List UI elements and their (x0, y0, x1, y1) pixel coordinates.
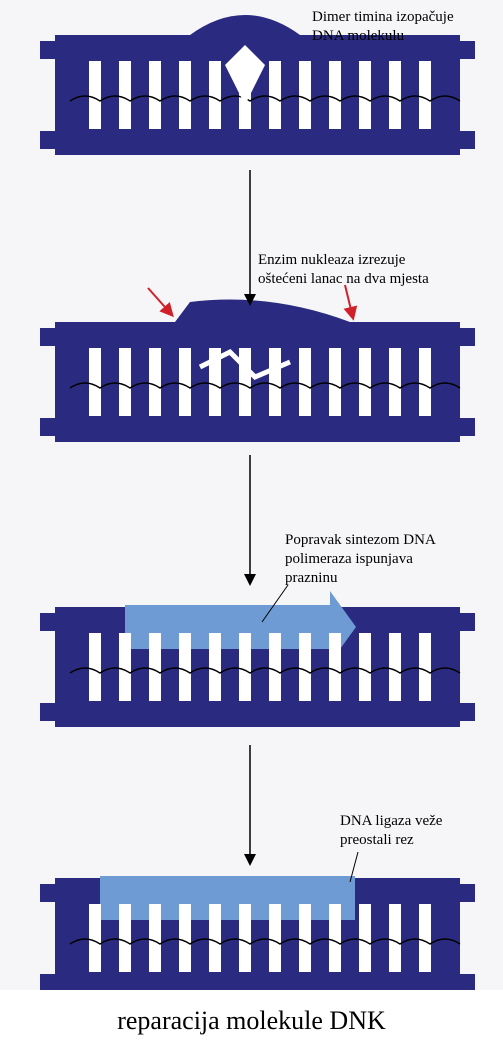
base-bottom (209, 384, 221, 416)
base-bottom (359, 669, 371, 701)
strand-end-right-bottom (460, 418, 475, 436)
base-bottom (269, 384, 281, 416)
base-bottom (329, 97, 341, 129)
base-bottom (119, 97, 131, 129)
base-bottom (419, 940, 431, 972)
base-bottom (179, 384, 191, 416)
strand-end-left-bottom (40, 418, 55, 436)
base-bottom (389, 384, 401, 416)
strand-end-right-bottom (460, 703, 475, 721)
strand-end-left-top (40, 613, 55, 631)
strand-end-right-top (460, 884, 475, 902)
base-bottom (239, 384, 251, 416)
strand-end-left-top (40, 328, 55, 346)
strand-end-right-top (460, 613, 475, 631)
base-bottom (149, 940, 161, 972)
base-bottom (89, 97, 101, 129)
figure-caption: reparacija molekule DNK (0, 1006, 503, 1036)
base-bottom (389, 940, 401, 972)
base-bottom (209, 669, 221, 701)
base-bottom (329, 384, 341, 416)
base-bottom (179, 97, 191, 129)
base-bottom (149, 97, 161, 129)
strand-end-left-bottom (40, 703, 55, 721)
strand-end-right-bottom (460, 974, 475, 990)
base-bottom (419, 669, 431, 701)
strand-end-right-bottom (460, 131, 475, 149)
base-bottom (299, 669, 311, 701)
base-bottom (179, 940, 191, 972)
base-bottom (269, 97, 281, 129)
base-bottom (149, 669, 161, 701)
strand-end-left-top (40, 41, 55, 59)
base-bottom (359, 940, 371, 972)
base-bottom (209, 97, 221, 129)
base-bottom (389, 97, 401, 129)
base-bottom (89, 669, 101, 701)
base-bottom (419, 97, 431, 129)
base-bottom (239, 940, 251, 972)
base-bottom (359, 384, 371, 416)
base-bottom (359, 97, 371, 129)
base-bottom (329, 669, 341, 701)
base-bottom (299, 384, 311, 416)
strand-end-left-bottom (40, 974, 55, 990)
base-bottom (119, 669, 131, 701)
new-strand-patch (100, 876, 355, 920)
base-bottom (119, 940, 131, 972)
base-bottom (239, 669, 251, 701)
base-bottom (269, 940, 281, 972)
strand-end-left-top (40, 884, 55, 902)
base-bottom (389, 669, 401, 701)
base-bottom (299, 97, 311, 129)
base-bottom (329, 940, 341, 972)
base-bottom (419, 384, 431, 416)
base-bottom (89, 384, 101, 416)
base-bottom (179, 669, 191, 701)
base-bottom (269, 669, 281, 701)
base-bottom (299, 940, 311, 972)
base-bottom (209, 940, 221, 972)
strand-end-right-top (460, 328, 475, 346)
base-bottom (149, 384, 161, 416)
base-bottom (119, 384, 131, 416)
strand-end-right-top (460, 41, 475, 59)
base-bottom (89, 940, 101, 972)
strand-end-left-bottom (40, 131, 55, 149)
